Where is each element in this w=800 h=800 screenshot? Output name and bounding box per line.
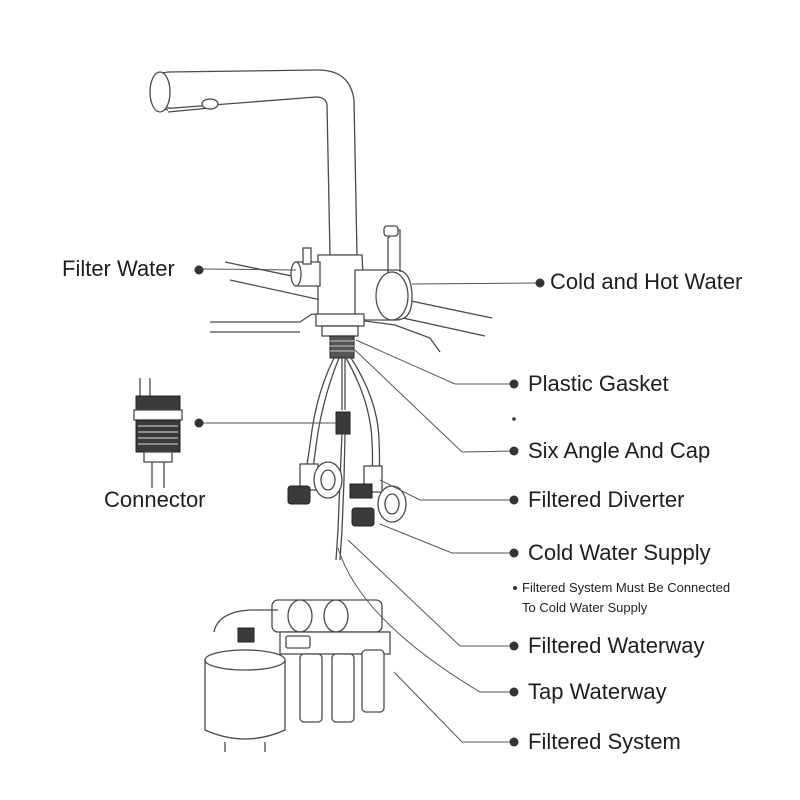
connector-label: Connector — [104, 487, 206, 512]
filtered-system-dot — [509, 737, 519, 747]
six-angle-cap-label: Six Angle And Cap — [528, 438, 711, 463]
tap-waterway-dot — [509, 687, 519, 697]
note-line-1: Filtered System Must Be Connected — [522, 580, 731, 595]
faucet — [149, 69, 413, 359]
six-angle-cap-dot — [509, 446, 519, 456]
filter-water-label: Filter Water — [62, 256, 175, 281]
filtered-diverter-label: Filtered Diverter — [528, 487, 685, 512]
filtered-waterway-label: Filtered Waterway — [528, 633, 705, 658]
connector-dot — [194, 418, 204, 428]
note-bullet — [513, 586, 517, 590]
filtered-waterway-dot — [509, 641, 519, 651]
threaded-shank — [329, 335, 355, 359]
filtered-system-label: Filtered System — [528, 729, 681, 754]
note-line-2: To Cold Water Supply — [522, 600, 648, 615]
cold-water-supply-dot — [509, 548, 519, 558]
filtered-diverter-dot — [509, 495, 519, 505]
connector-illustration — [133, 378, 183, 488]
filter-water-dot — [194, 265, 204, 275]
cold-hot-water-label: Cold and Hot Water — [550, 269, 743, 294]
cold-water-supply-label: Cold Water Supply — [528, 540, 711, 565]
leader-lines — [202, 268, 539, 743]
supply-hoses — [305, 357, 381, 561]
angle-valves — [287, 461, 407, 527]
tap-waterway-label: Tap Waterway — [528, 679, 667, 704]
filtration-system — [204, 599, 391, 752]
stray-dot — [512, 417, 516, 421]
plastic-gasket-dot — [509, 379, 519, 389]
plastic-gasket-label: Plastic Gasket — [528, 371, 669, 396]
label-dots — [194, 265, 545, 747]
cold-hot-water-dot — [535, 278, 545, 288]
